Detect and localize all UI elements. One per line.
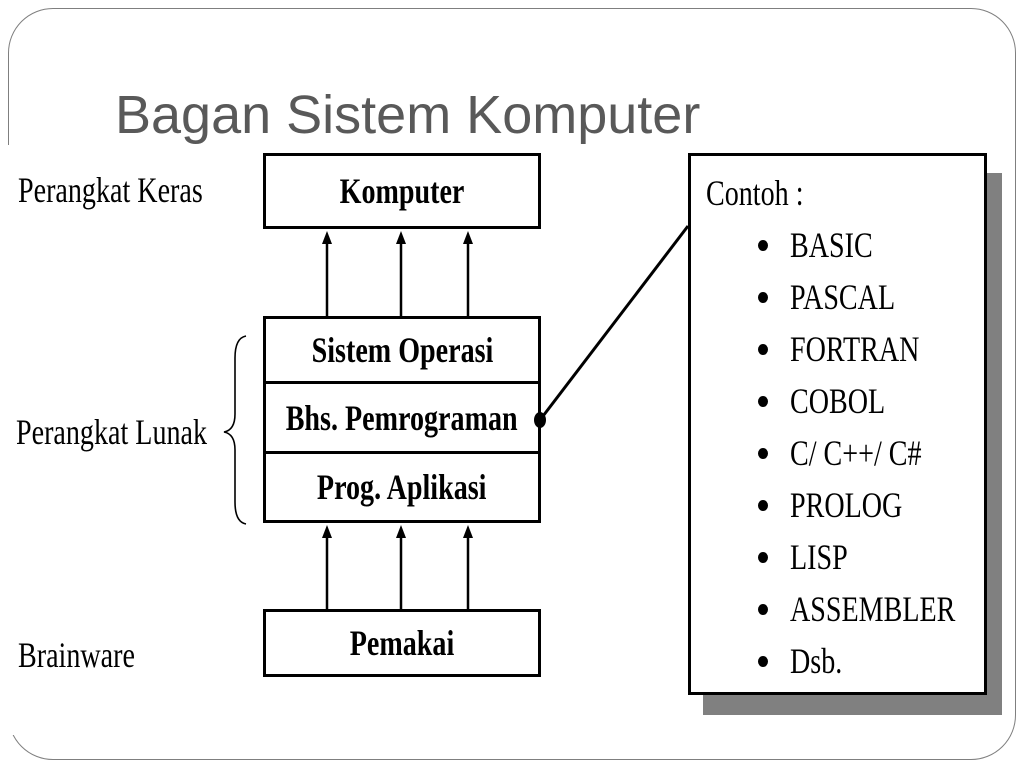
list-item: PROLOG xyxy=(691,479,984,531)
example-language: BASIC xyxy=(790,225,873,265)
list-item: LISP xyxy=(691,531,984,583)
list-item: PASCAL xyxy=(691,271,984,323)
example-language: PASCAL xyxy=(790,277,896,317)
brainware-label-container: Brainware xyxy=(18,635,168,675)
operating-system-label: Sistem Operasi xyxy=(311,330,493,370)
list-item: ASSEMBLER xyxy=(691,583,984,635)
user-box-label: Pemakai xyxy=(349,623,455,663)
user-box: Pemakai xyxy=(263,609,541,677)
example-language: ASSEMBLER xyxy=(790,589,956,629)
examples-heading-container: Contoh : xyxy=(706,173,831,213)
examples-list: BASIC PASCAL FORTRAN COBOL C/ C++/ C# PR… xyxy=(691,219,984,687)
bullet-icon xyxy=(758,448,768,459)
list-item: Dsb. xyxy=(691,635,984,687)
application-label: Prog. Aplikasi xyxy=(317,467,487,507)
examples-callout: Contoh : BASIC PASCAL FORTRAN COBOL C/ C… xyxy=(688,153,987,695)
list-item: BASIC xyxy=(691,219,984,271)
bullet-icon xyxy=(758,396,768,407)
list-item: COBOL xyxy=(691,375,984,427)
hardware-label-container: Perangkat Keras xyxy=(18,170,255,210)
software-label-container: Perangkat Lunak xyxy=(16,412,261,452)
application-box: Prog. Aplikasi xyxy=(266,454,538,520)
brainware-label: Brainware xyxy=(18,635,135,675)
bullet-icon xyxy=(758,656,768,667)
software-stack: Sistem Operasi Bhs. Pemrograman Prog. Ap… xyxy=(263,316,541,523)
examples-heading: Contoh : xyxy=(706,173,804,213)
example-language: FORTRAN xyxy=(790,329,920,369)
programming-language-box: Bhs. Pemrograman xyxy=(266,384,538,454)
software-label: Perangkat Lunak xyxy=(16,412,208,452)
example-language: LISP xyxy=(790,537,848,577)
computer-box-label: Komputer xyxy=(339,171,465,211)
computer-box: Komputer xyxy=(263,153,541,229)
bullet-icon xyxy=(758,552,768,563)
list-item: C/ C++/ C# xyxy=(691,427,984,479)
example-language: PROLOG xyxy=(790,485,903,525)
example-language: COBOL xyxy=(790,381,886,421)
hardware-label: Perangkat Keras xyxy=(18,170,203,210)
example-language: Dsb. xyxy=(790,641,843,681)
operating-system-box: Sistem Operasi xyxy=(266,319,538,384)
list-item: FORTRAN xyxy=(691,323,984,375)
bullet-icon xyxy=(758,240,768,251)
programming-language-label: Bhs. Pemrograman xyxy=(286,397,518,438)
bullet-icon xyxy=(758,604,768,615)
bullet-icon xyxy=(758,292,768,303)
slide-title: Bagan Sistem Komputer xyxy=(115,85,701,145)
bullet-icon xyxy=(758,500,768,511)
bullet-icon xyxy=(758,344,768,355)
example-language: C/ C++/ C# xyxy=(790,433,922,473)
